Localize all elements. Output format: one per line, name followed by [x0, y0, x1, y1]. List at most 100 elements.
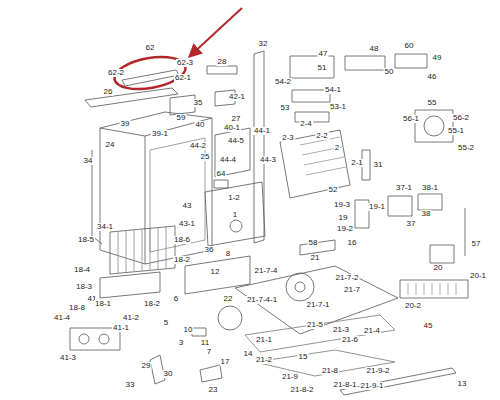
callout-number: 21-7-4 [253, 267, 278, 275]
callout-number: 2-3 [281, 134, 295, 142]
callout-number: 37 [406, 220, 417, 228]
callout-number: 49 [432, 54, 443, 62]
callout-number: 27 [231, 115, 242, 123]
grille [400, 280, 468, 298]
callout-number: 44-1 [253, 127, 271, 135]
callout-number: 21-8-2 [289, 386, 314, 394]
base-rail [255, 350, 395, 376]
callout-number: 40-1 [223, 124, 241, 132]
callout-number: 34 [83, 157, 94, 165]
callout-number: 11 [200, 339, 210, 347]
callout-number: 2-4 [299, 120, 313, 128]
callout-number: 20 [433, 264, 444, 272]
callout-number: 21-3 [332, 326, 350, 334]
callout-number: 50 [384, 68, 395, 76]
valve-port [99, 334, 109, 344]
callout-number: 8 [225, 250, 231, 258]
callout-number: 28 [217, 58, 228, 66]
rod [465, 208, 466, 256]
callout-number: 37-1 [395, 184, 413, 192]
knob [230, 220, 242, 232]
callout-number: 35 [193, 99, 204, 107]
bracket [300, 240, 335, 255]
callout-number: 2 [334, 144, 340, 152]
callout-number: 38 [421, 210, 432, 218]
callout-number: 18-5 [77, 236, 95, 244]
callout-number: 31 [373, 161, 384, 169]
callout-number: 30 [163, 370, 174, 378]
callout-number: 13 [457, 380, 468, 388]
callout-number: 39 [120, 120, 131, 128]
base-frame [245, 315, 395, 352]
callout-number: 22 [223, 295, 234, 303]
callout-number: 54-1 [324, 86, 342, 94]
callout-number: 43 [182, 202, 193, 210]
clip [200, 365, 222, 382]
callout-number: 25 [200, 153, 211, 161]
callout-number: 48 [369, 45, 380, 53]
callout-number: 59 [176, 114, 187, 122]
callout-number: 42-1 [228, 93, 246, 101]
cabinet [100, 112, 212, 264]
callout-number: 33 [125, 381, 136, 389]
small-part [214, 180, 228, 188]
callout-number: 21-8 [321, 367, 339, 375]
panel [290, 56, 334, 78]
condenser [110, 226, 175, 274]
callout-number: 44-4 [219, 156, 237, 164]
callout-number: 62 [145, 44, 156, 52]
drain-tray [100, 272, 160, 298]
callout-number: 20-2 [404, 302, 422, 310]
callout-number: 21-9 [281, 373, 299, 381]
callout-number: 41-4 [53, 314, 71, 322]
callout-number: 21-1 [255, 336, 273, 344]
callout-number: 21-4 [363, 327, 381, 335]
callout-number: 43-1 [178, 220, 196, 228]
callout-number: 41-2 [122, 314, 140, 322]
callout-number: 2-1 [350, 159, 364, 167]
callout-number: 41-1 [112, 324, 130, 332]
callout-number: 7 [206, 348, 212, 356]
callout-number: 45 [423, 322, 434, 330]
callout-number: 16 [347, 239, 358, 247]
callout-number: 21-9-2 [365, 367, 390, 375]
valve-port [79, 334, 89, 344]
callout-number: 58 [308, 239, 319, 247]
callout-number: 23 [208, 386, 219, 394]
callout-number: 5 [163, 319, 169, 327]
module [388, 196, 412, 216]
panel [395, 54, 427, 68]
callout-number: 36 [204, 246, 215, 254]
callout-number: 57 [471, 240, 482, 248]
callout-number: 21-2 [255, 356, 273, 364]
callout-number: 21-5 [306, 321, 324, 329]
callout-number: 15 [298, 353, 309, 361]
callout-number: 18-3 [75, 283, 93, 291]
callout-number: 19 [338, 214, 349, 222]
callout-number: 44-3 [259, 156, 277, 164]
callout-number: 56-2 [452, 114, 470, 122]
callout-number: 18-8 [68, 304, 86, 312]
callout-number: 21-6 [341, 336, 359, 344]
rear-cover [185, 256, 250, 294]
base-plate [235, 266, 398, 334]
callout-number: 39-1 [151, 130, 169, 138]
callout-number: 55 [427, 99, 438, 107]
callout-number: 19-3 [333, 201, 351, 209]
callout-number: 62-1 [174, 74, 192, 82]
callout-number: 21-7-2 [334, 274, 359, 282]
callout-number: 12 [210, 268, 221, 276]
callout-number: 21-7-1 [305, 301, 330, 309]
callout-number: 44-2 [189, 142, 207, 150]
callout-number: 51 [317, 64, 328, 72]
callout-number: 47 [318, 50, 329, 58]
small-part [192, 328, 206, 336]
callout-number: 55-2 [457, 144, 475, 152]
callout-number: 60 [404, 42, 415, 50]
callout-number: 19-1 [368, 203, 386, 211]
callout-number: 18-6 [173, 236, 191, 244]
evaporator-fins [300, 137, 346, 175]
compressor [218, 306, 242, 330]
